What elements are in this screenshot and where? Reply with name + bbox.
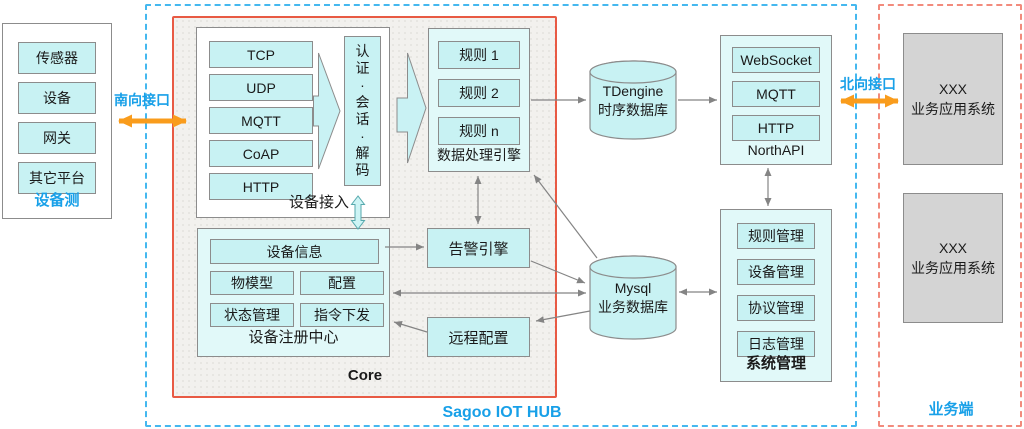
business-side-label: 业务端 [928, 401, 974, 418]
hub-boundary [145, 4, 857, 427]
auth-char: 认 [355, 43, 370, 59]
device-side-item: 其它平台 [18, 162, 96, 194]
device-side-item: 设备 [18, 82, 96, 114]
mysql-desc: 业务数据库 [598, 299, 668, 315]
device-side-list: 传感器设备网关其它平台 [3, 24, 111, 194]
north-api-item: MQTT [732, 81, 820, 107]
registry-cell: 配置 [300, 271, 384, 295]
auth-char: 会 [355, 94, 370, 110]
tdengine-desc: 时序数据库 [598, 102, 668, 118]
core-label: Core [347, 367, 383, 384]
north-api-label: NorthAPI [747, 142, 805, 158]
auth-char: · [360, 128, 365, 144]
system-mgmt-item: 协议管理 [737, 295, 815, 321]
system-mgmt-item: 设备管理 [737, 259, 815, 285]
system-mgmt-list: 规则管理设备管理协议管理日志管理 [721, 210, 831, 357]
data-engine-panel: 规则 1 规则 2 规则 n 数据处理引擎 [428, 28, 530, 172]
registry-cell: 状态管理 [210, 303, 294, 327]
auth-char: 解 [355, 145, 370, 161]
auth-session-decode-box: 认证·会话·解码 [344, 36, 381, 186]
device-side-item: 传感器 [18, 42, 96, 74]
alarm-engine-box: 告警引擎 [427, 228, 530, 268]
registry-cell: 指令下发 [300, 303, 384, 327]
registry-cell: 物模型 [210, 271, 294, 295]
business-app-line2: 业务应用系统 [911, 101, 995, 117]
device-side-panel: 传感器设备网关其它平台 设备测 [2, 23, 112, 219]
rule-item: 规则 n [438, 117, 520, 145]
auth-char: · [360, 77, 365, 93]
north-interface-label: 北向接口 [840, 76, 896, 92]
protocol-item: HTTP [209, 173, 313, 200]
protocol-item: MQTT [209, 107, 313, 134]
cylinder-shape [589, 255, 677, 340]
system-mgmt-panel: 规则管理设备管理协议管理日志管理 系统管理 [720, 209, 832, 382]
data-engine-label: 数据处理引擎 [437, 147, 521, 163]
mysql-name: Mysql [614, 280, 652, 296]
system-mgmt-label: 系统管理 [745, 355, 806, 372]
business-boundary [878, 4, 1022, 427]
rule-item: 规则 2 [438, 79, 520, 107]
device-registry-label: 设备注册中心 [248, 329, 339, 346]
tdengine-name: TDengine [602, 83, 664, 99]
protocol-item: UDP [209, 74, 313, 101]
protocol-item: CoAP [209, 140, 313, 167]
protocol-list: TCP UDP MQTT CoAP HTTP [197, 28, 389, 200]
remote-config-box: 远程配置 [427, 317, 530, 357]
device-side-title: 设备测 [34, 192, 80, 209]
auth-char: 码 [355, 162, 370, 178]
north-api-item: HTTP [732, 115, 820, 141]
business-app-line2: 业务应用系统 [911, 260, 995, 276]
rule-item: 规则 1 [438, 41, 520, 69]
north-api-item: WebSocket [732, 47, 820, 73]
cylinder-shape [589, 60, 677, 140]
protocol-item: TCP [209, 41, 313, 68]
business-app-box: XXX 业务应用系统 [903, 33, 1003, 165]
auth-char: 话 [355, 111, 370, 127]
device-side-item: 网关 [18, 122, 96, 154]
device-info-box: 设备信息 [210, 239, 379, 264]
south-interface-label: 南向接口 [114, 92, 170, 108]
business-app-line1: XXX [938, 240, 967, 256]
rules-list: 规则 1 规则 2 规则 n [429, 29, 529, 145]
tdengine-cylinder: TDengine 时序数据库 [589, 60, 677, 140]
device-access-label: 设备接入 [288, 194, 349, 211]
business-app-line1: XXX [938, 81, 967, 97]
device-registry-panel: 设备信息 物模型配置状态管理指令下发 设备注册中心 [197, 228, 390, 357]
system-mgmt-item: 规则管理 [737, 223, 815, 249]
business-app-box: XXX 业务应用系统 [903, 193, 1003, 323]
hub-title: Sagoo IOT HUB [442, 404, 562, 421]
mysql-cylinder: Mysql 业务数据库 [589, 255, 677, 340]
system-mgmt-item: 日志管理 [737, 331, 815, 357]
auth-char: 证 [355, 60, 370, 76]
